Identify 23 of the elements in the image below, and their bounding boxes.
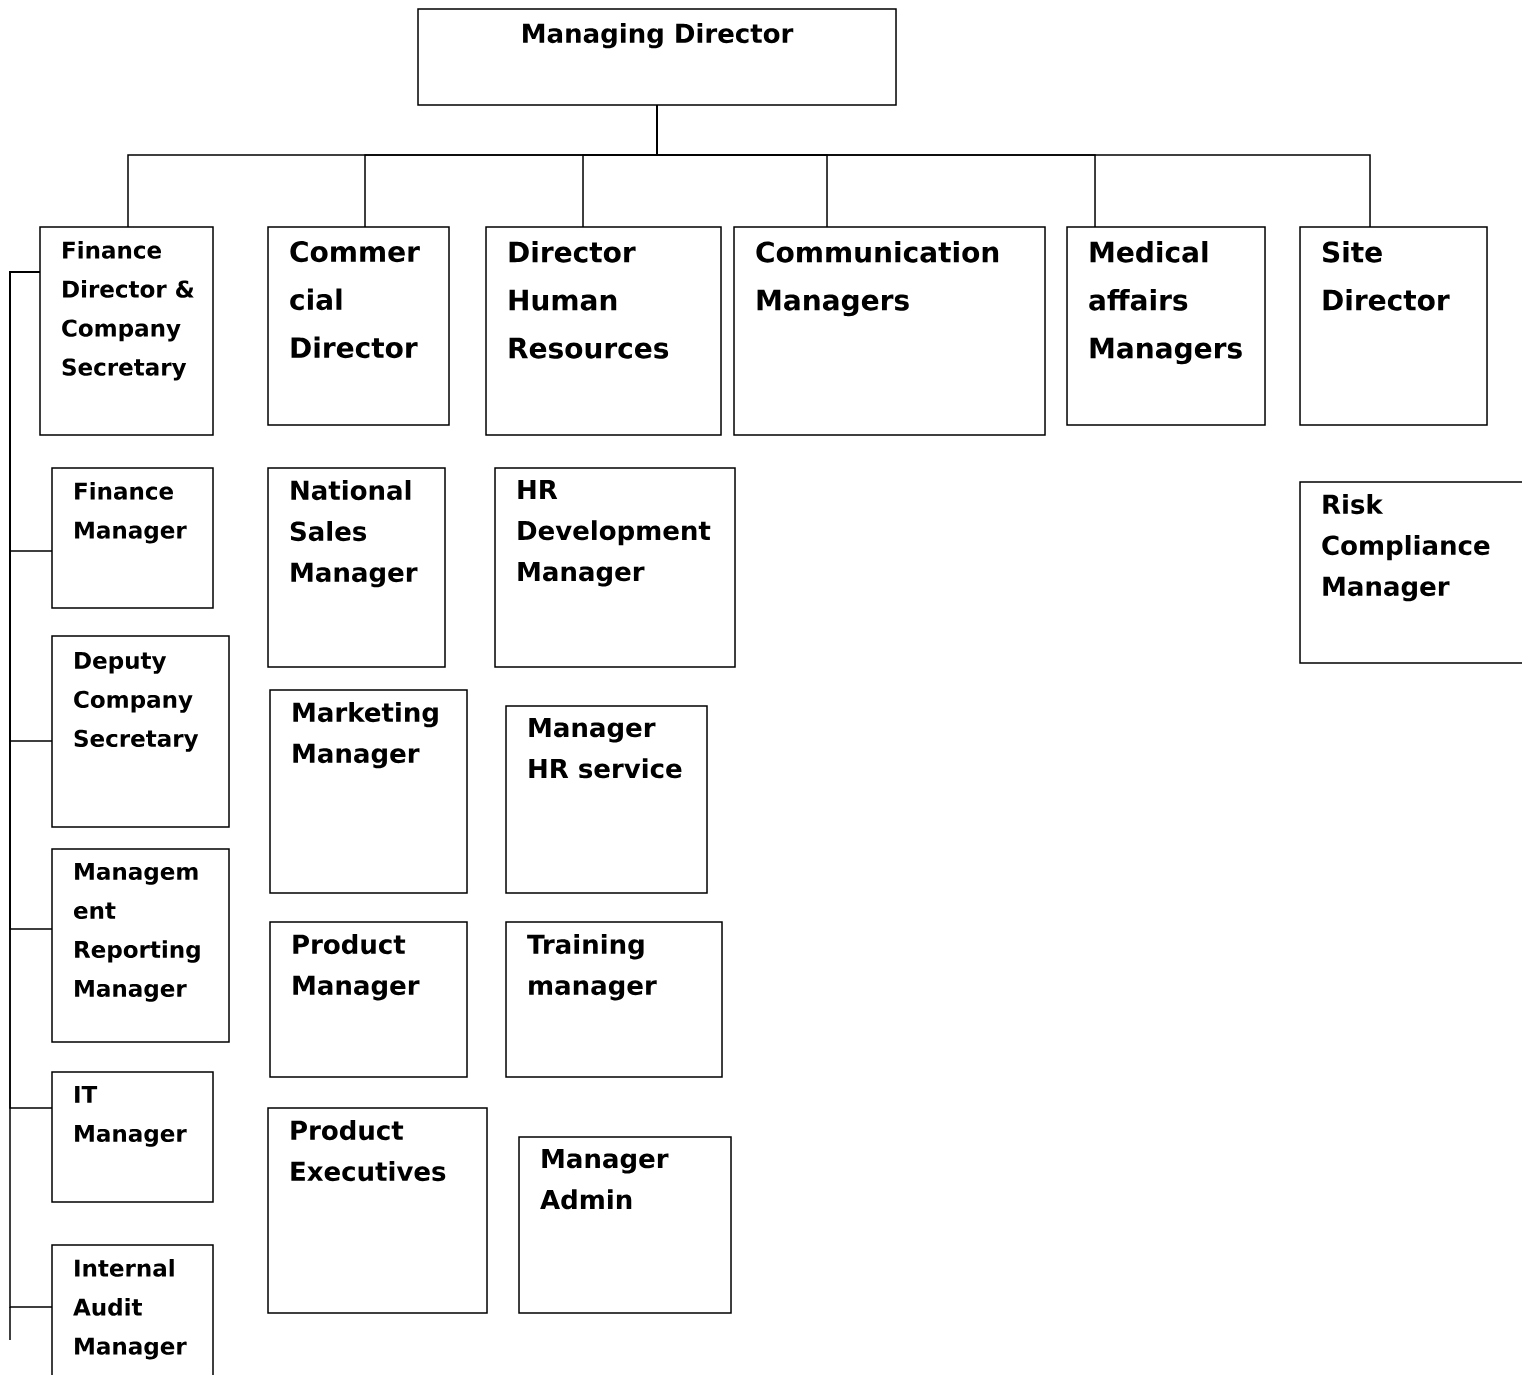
position-box: Managing Director [417,8,897,106]
position-box: Product Manager [269,921,468,1078]
position-box: Communication Managers [733,226,1046,436]
position-box: HR Development Manager [494,467,736,668]
position-box: Manager Admin [518,1136,732,1314]
position-box: Finance Manager [51,467,214,609]
connector-line [9,271,53,1341]
position-box: Risk Compliance Manager [1299,481,1522,664]
position-box: Training manager [505,921,723,1078]
position-box: Managem ent Reporting Manager [51,848,230,1043]
position-box: Site Director [1299,226,1488,426]
position-box: Medical affairs Managers [1066,226,1266,426]
position-box: Product Executives [267,1107,488,1314]
position-box: Finance Director & Company Secretary [39,226,214,436]
position-box: Manager HR service [505,705,708,894]
position-box: National Sales Manager [267,467,446,668]
position-box: Marketing Manager [269,689,468,894]
position-box: IT Manager [51,1071,214,1203]
position-box: Deputy Company Secretary [51,635,230,828]
position-box: Director Human Resources [485,226,722,436]
connector-line [656,104,1371,228]
position-box: Commer cial Director [267,226,450,426]
position-box: Internal Audit Manager [51,1244,214,1375]
